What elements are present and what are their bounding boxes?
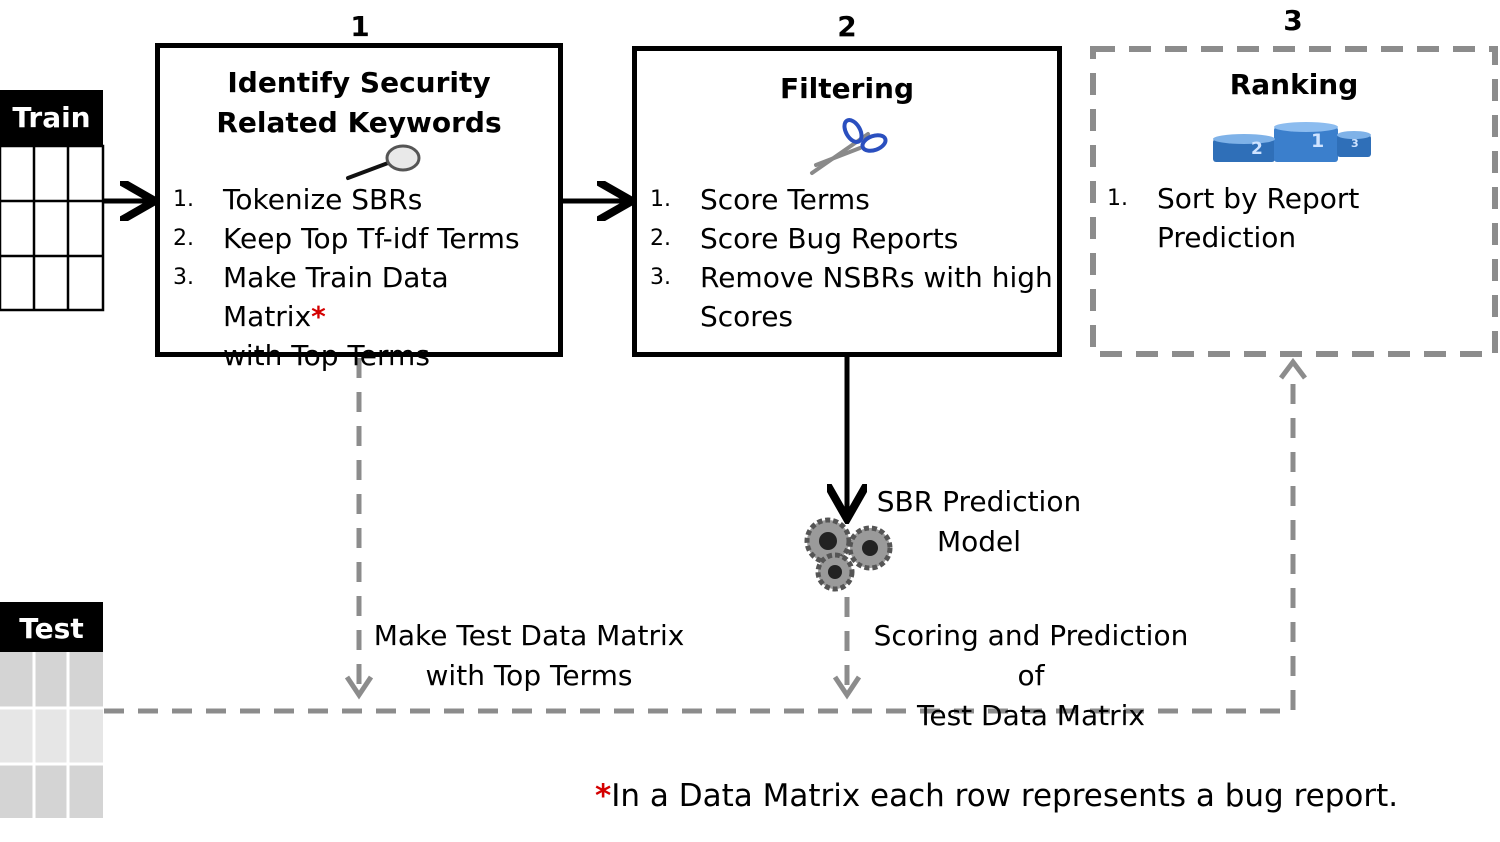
step2-list: 1.Score Terms 2.Score Bug Reports 3.Remo… bbox=[650, 180, 1053, 336]
step3-title: Ranking bbox=[1229, 68, 1359, 101]
test-matrix-grid bbox=[0, 652, 103, 818]
podium-icon bbox=[1213, 122, 1371, 162]
step1-list: 1.Tokenize SBRs 2.Keep Top Tf-idf Terms … bbox=[173, 180, 558, 375]
model-label: SBR Prediction Model bbox=[876, 485, 1082, 558]
list-item: 2.Score Bug Reports bbox=[650, 222, 959, 255]
list-item: 2.Keep Top Tf-idf Terms bbox=[173, 222, 520, 255]
step1-title-line1: Identify Security bbox=[227, 66, 491, 99]
model-test-arrowhead bbox=[832, 675, 862, 700]
step-number-3: 3 bbox=[1283, 4, 1303, 37]
scoring-label: Scoring and Prediction of Test Data Matr… bbox=[873, 619, 1189, 732]
footnote: *In a Data Matrix each row represents a … bbox=[595, 778, 1399, 814]
step-number-2: 2 bbox=[837, 10, 857, 43]
scissors-icon bbox=[810, 118, 888, 175]
train-header: Train bbox=[0, 90, 103, 146]
magnifier-icon bbox=[346, 144, 421, 180]
step1-test-arrowhead bbox=[344, 675, 374, 700]
gears-icon bbox=[804, 517, 893, 592]
test-matrix-label: Make Test Data Matrix with Top Terms bbox=[373, 619, 685, 692]
podium-number-3: 3 bbox=[1351, 137, 1359, 150]
step1-box: Identify Security Related Keywords 1.Tok… bbox=[155, 43, 563, 372]
list-item: 3.Make Train Data Matrix*with Top Terms bbox=[173, 261, 449, 372]
list-item: 1.Tokenize SBRs bbox=[173, 183, 423, 216]
ranking-arrowhead bbox=[1279, 357, 1307, 380]
podium-number-1: 1 bbox=[1311, 130, 1325, 152]
train-matrix-grid bbox=[0, 144, 105, 312]
step1-title-line2: Related Keywords bbox=[216, 106, 502, 139]
ranking-box-border bbox=[1090, 46, 1498, 357]
step2-box: Filtering 1.Score Terms 2.Score Bug Repo… bbox=[632, 46, 1062, 357]
footnote-asterisk: * bbox=[595, 778, 612, 814]
list-item: 1.Score Terms bbox=[650, 183, 870, 216]
test-header: Test bbox=[0, 602, 103, 652]
podium-number-2: 2 bbox=[1251, 139, 1263, 159]
step2-title: Filtering bbox=[779, 72, 915, 105]
step-number-1: 1 bbox=[350, 10, 370, 43]
asterisk-marker: * bbox=[311, 300, 326, 333]
